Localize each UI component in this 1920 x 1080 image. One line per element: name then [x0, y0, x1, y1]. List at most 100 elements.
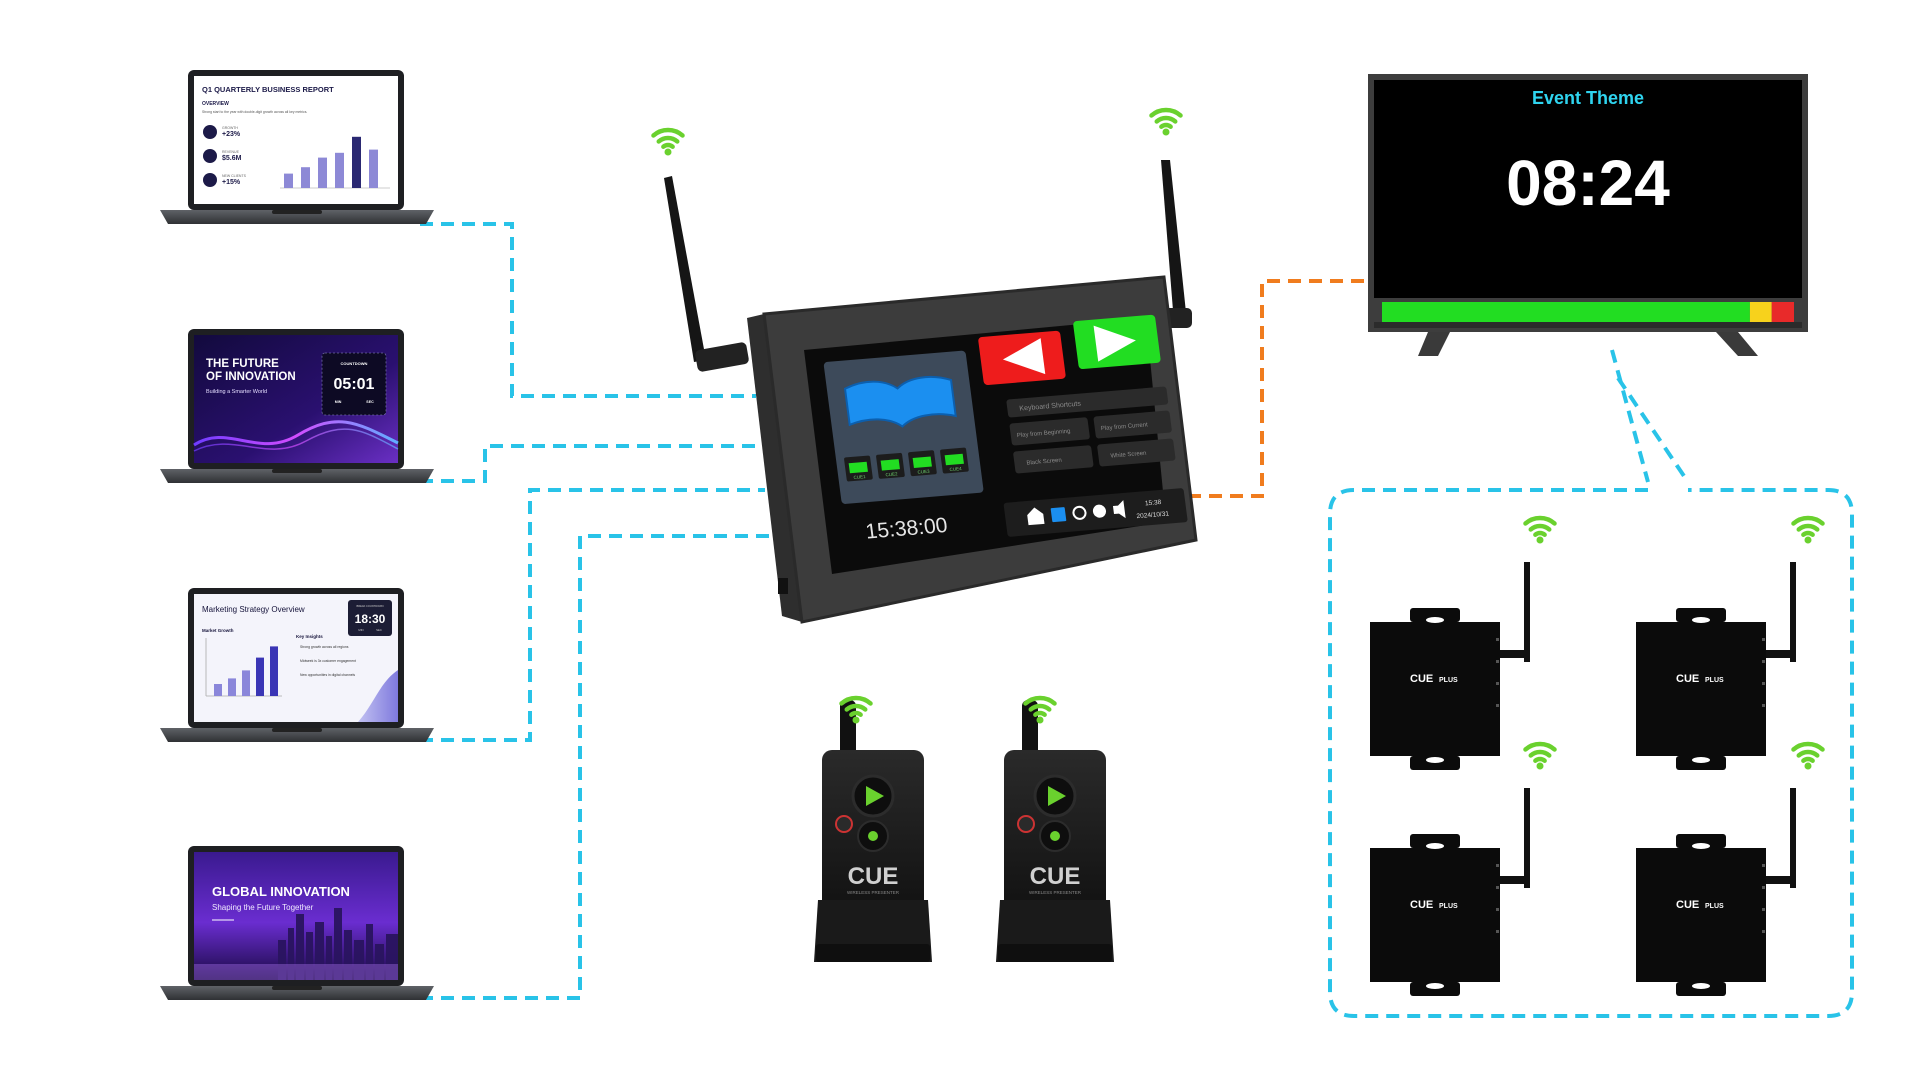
report-metric-1: GROWTH +23% [203, 125, 241, 139]
marketing-chart [214, 646, 278, 696]
menu-play-current[interactable] [1093, 410, 1172, 439]
prev-arrow-icon [1002, 338, 1046, 375]
laptop-report: Q1 QUARTERLY BUSINESS REPORT OVERVIEW St… [160, 70, 434, 224]
status-indicator [880, 459, 900, 471]
metric-label: REVENUE [222, 150, 240, 154]
home-icon[interactable] [1026, 507, 1045, 526]
remote-prev-button[interactable] [835, 815, 853, 833]
receiver-port [1496, 638, 1499, 641]
report-text: Strong start to the year with double-dig… [202, 110, 307, 114]
menu-black-screen-label: Black Screen [1026, 458, 1062, 467]
remote-dock-base [816, 944, 930, 962]
receiver-brand: CUE [1410, 899, 1433, 911]
mount-tab-top [1676, 608, 1726, 622]
receiver-port [1496, 908, 1499, 911]
report-chart [284, 136, 378, 188]
wifi-icons [651, 107, 1825, 770]
status-indicator [848, 461, 868, 474]
global-title: GLOBAL INNOVATION [212, 884, 350, 899]
menu-play-beginning-label: Play from Beginning [1017, 429, 1071, 439]
status-indicator [912, 456, 932, 468]
receiver-suffix: PLUS [1705, 677, 1724, 684]
metric-label: NEW CLIENTS [222, 174, 247, 178]
laptop-base [160, 728, 434, 742]
progress-yellow [1749, 302, 1772, 322]
antenna-right [1161, 160, 1187, 323]
report-metric-3: NEW CLIENTS +15% [203, 173, 247, 187]
folder-icon[interactable] [1050, 507, 1067, 523]
wifi-icon [839, 695, 873, 724]
receiver-port [1496, 930, 1499, 933]
receiver-suffix: PLUS [1439, 903, 1458, 910]
toolbar-date: 2024/10/31 [1136, 510, 1170, 520]
mount-hole [1692, 617, 1710, 623]
receiver-port [1762, 682, 1765, 685]
tv-screen [1374, 80, 1802, 298]
chart-bar [214, 684, 222, 696]
metric-value: $5.6M [222, 155, 242, 162]
status-label: CUE1 [853, 474, 866, 480]
receiver-group-frame [1328, 488, 1854, 1018]
break-timer-value: 18:30 [355, 612, 386, 626]
receiver-brand: CUE [1676, 673, 1699, 685]
progress-red [1771, 302, 1794, 322]
metric-value: +23% [222, 131, 241, 138]
innovation-subtitle: Building a Smarter World [206, 389, 267, 395]
receiver-body [1370, 622, 1500, 756]
tv-stand-left [1418, 332, 1450, 356]
menu-keyboard[interactable] [1006, 386, 1169, 418]
antenna-left [664, 176, 706, 362]
timer-icon[interactable] [1072, 505, 1087, 520]
receiver-2: CUE PLUS [1636, 562, 1796, 770]
remote-prev-button[interactable] [1017, 815, 1035, 833]
receiver-body [1636, 848, 1766, 982]
gear-icon[interactable] [1092, 504, 1107, 518]
timer-display: Event Theme 08:24 [1368, 74, 1808, 356]
chart-bar [256, 657, 264, 696]
wifi-icon [1149, 107, 1183, 136]
wifi-icon [651, 127, 685, 156]
receiver-antenna [1790, 788, 1796, 888]
connections [420, 222, 1854, 1018]
volume-icon[interactable] [1112, 500, 1126, 519]
tv-stand-right [1716, 332, 1758, 356]
countdown-label: COUNTDOWN [341, 361, 368, 366]
marketing-title: Marketing Strategy Overview [202, 605, 305, 614]
laptop-screen [194, 76, 398, 204]
receiver-port [1762, 660, 1765, 663]
receiver-antenna [1524, 562, 1530, 662]
receiver-antenna [1524, 788, 1530, 888]
insights-title: Key Insights [296, 634, 323, 639]
remote-tagline: WIRELESS PRESENTER [1029, 890, 1082, 895]
receiver-port [1762, 638, 1765, 641]
menu-play-beginning[interactable] [1009, 417, 1090, 446]
mount-hole [1426, 617, 1444, 623]
wifi-icon [1523, 741, 1557, 770]
receiver-antenna-mount [1762, 650, 1796, 658]
link-laptop-1 [420, 222, 756, 398]
receiver-port [1762, 864, 1765, 867]
remote-brand: CUE [1030, 863, 1081, 890]
break-timer-min: MIN [358, 628, 363, 632]
laser-icon [1050, 831, 1060, 841]
innovation-title-2: OF INNOVATION [206, 371, 296, 383]
receiver-port [1496, 864, 1499, 867]
display-progress-bar [1382, 302, 1794, 322]
menu-black-screen[interactable] [1013, 445, 1094, 474]
insight-item: Strong growth across all regions [300, 645, 349, 649]
link-laptop-2 [420, 444, 760, 483]
menu-white-screen[interactable] [1097, 438, 1176, 467]
receiver-port [1762, 908, 1765, 911]
status-label: CUE4 [949, 466, 962, 472]
receiver-port [1496, 704, 1499, 707]
link-laptop-3 [420, 488, 765, 742]
antenna-left-hinge [695, 342, 749, 372]
receiver-antenna [1790, 562, 1796, 662]
report-section: OVERVIEW [202, 101, 229, 107]
wifi-icon [1523, 515, 1557, 544]
chart-bar [352, 136, 361, 188]
remote-brand: CUE [848, 863, 899, 890]
